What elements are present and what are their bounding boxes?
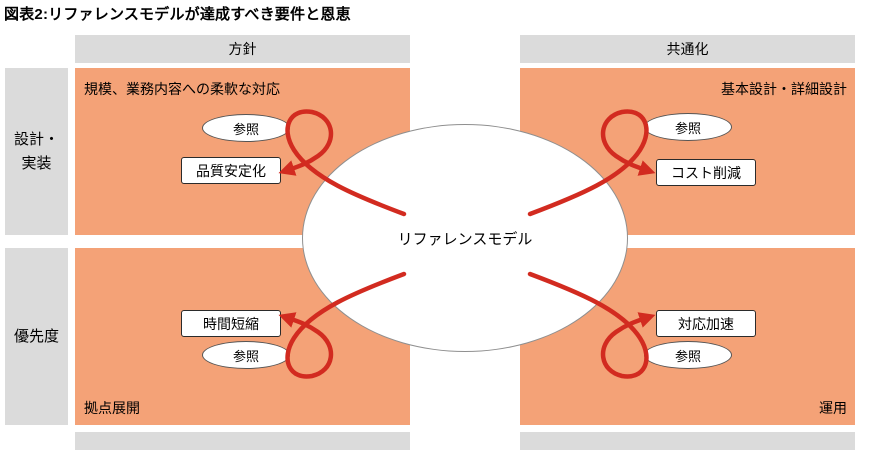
column-header-policy: 方針 (75, 35, 410, 63)
requirement-text-flexible-response: 規模、業務内容への柔軟な対応 (84, 81, 280, 97)
footer-bar-right (520, 432, 855, 450)
benefit-box-quality-stabilization: 品質安定化 (181, 157, 281, 184)
requirement-text-operation: 運用 (819, 400, 847, 416)
requirement-text-site-deployment: 拠点展開 (84, 400, 140, 416)
ref-ellipse-bottom-right: 参照 (644, 341, 732, 369)
requirement-text-basic-detailed-design: 基本設計・詳細設計 (721, 81, 847, 97)
benefit-box-time-reduction: 時間短縮 (181, 310, 281, 337)
ref-ellipse-bottom-left: 参照 (202, 341, 290, 369)
column-header-commonization-label: 共通化 (666, 41, 709, 57)
footer-bar-left (75, 432, 410, 450)
benefit-box-cost-reduction: コスト削減 (656, 159, 756, 186)
column-header-commonization: 共通化 (520, 35, 855, 63)
ref-ellipse-top-right: 参照 (644, 113, 732, 141)
reference-model-label: リファレンスモデル (397, 230, 533, 248)
reference-model-ellipse: リファレンスモデル (302, 124, 628, 352)
row-label-design-implementation: 設計・ 実装 (5, 68, 68, 235)
ref-ellipse-top-left: 参照 (202, 114, 290, 142)
figure-title: 図表2:リファレンスモデルが達成すべき要件と恩恵 (4, 6, 351, 23)
column-header-policy-label: 方針 (228, 41, 257, 57)
row-label-priority: 優先度 (5, 248, 68, 425)
benefit-box-response-acceleration: 対応加速 (656, 310, 756, 337)
